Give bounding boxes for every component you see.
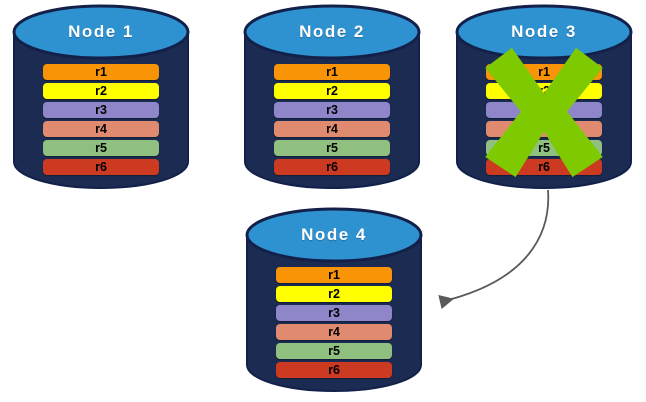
row-bar-r4[interactable]: r4: [276, 324, 392, 340]
cylinder-top-ellipse: [12, 4, 190, 60]
row-list: r1 r2 r3 r4 r5 r6: [245, 267, 423, 378]
row-bar-r6[interactable]: r6: [274, 159, 390, 175]
row-bar-r6[interactable]: r6: [43, 159, 159, 175]
row-bar-r4[interactable]: r4: [274, 121, 390, 137]
row-bar-r1[interactable]: r1: [274, 64, 390, 80]
row-bar-r4[interactable]: r4: [486, 121, 602, 137]
row-list: r1 r2 r3 r4 r5 r6: [12, 64, 190, 175]
row-bar-r2[interactable]: r2: [43, 83, 159, 99]
cylinder-top-ellipse: [455, 4, 633, 60]
row-bar-r1[interactable]: r1: [43, 64, 159, 80]
row-bar-r5[interactable]: r5: [274, 140, 390, 156]
row-bar-r5[interactable]: r5: [276, 343, 392, 359]
row-list: r1 r2 r3 r4 r5 r6: [243, 64, 421, 175]
row-bar-r3[interactable]: r3: [274, 102, 390, 118]
row-bar-r3[interactable]: r3: [276, 305, 392, 321]
row-bar-r3[interactable]: r3: [43, 102, 159, 118]
row-bar-r6[interactable]: r6: [486, 159, 602, 175]
row-bar-r2[interactable]: r2: [276, 286, 392, 302]
cylinder-top-ellipse: [245, 207, 423, 263]
row-bar-r6[interactable]: r6: [276, 362, 392, 378]
row-bar-r1[interactable]: r1: [486, 64, 602, 80]
cylinder-top-ellipse: [243, 4, 421, 60]
node3-to-node4-arrow: [438, 189, 550, 310]
row-bar-r2[interactable]: r2: [486, 83, 602, 99]
row-bar-r2[interactable]: r2: [274, 83, 390, 99]
row-bar-r3[interactable]: r3: [486, 102, 602, 118]
row-list: r1 r2 r3 r4 r5 r6: [455, 64, 633, 175]
row-bar-r5[interactable]: r5: [486, 140, 602, 156]
row-bar-r4[interactable]: r4: [43, 121, 159, 137]
row-bar-r1[interactable]: r1: [276, 267, 392, 283]
row-bar-r5[interactable]: r5: [43, 140, 159, 156]
